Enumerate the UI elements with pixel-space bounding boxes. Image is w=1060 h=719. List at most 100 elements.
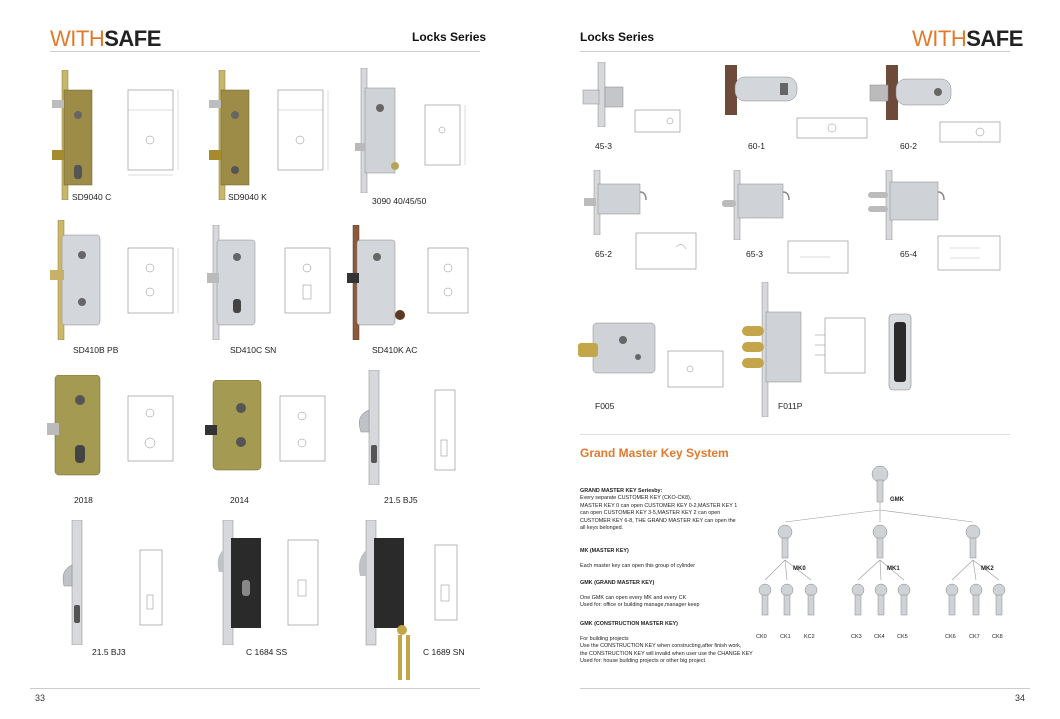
latch-drawing (796, 117, 868, 139)
gmk-title: Grand Master Key System (580, 446, 729, 460)
product-label: 65-4 (900, 249, 918, 259)
latch-photo (725, 65, 798, 115)
gmk-line: For building projects (580, 635, 629, 642)
page-number: 33 (35, 693, 46, 703)
product-label: 60-1 (748, 141, 766, 151)
gmk-node-label: GMK (890, 497, 904, 503)
lock-photo (207, 225, 256, 340)
gmk-line: can open CUSTOMER KEY 3-5,MASTER KEY 2 c… (580, 510, 721, 517)
product-label: F005 (595, 401, 615, 411)
product-label: 2014 (230, 495, 249, 505)
ck-node-label: CK5 (897, 634, 908, 640)
header-rule (50, 51, 480, 52)
ck-node-label: CK1 (780, 634, 791, 640)
mk-node-label: MK0 (793, 566, 806, 572)
lock-photo (209, 70, 250, 200)
ck-node-label: CK0 (756, 634, 767, 640)
lock-drawing (434, 544, 458, 621)
ck-node-label: CK6 (945, 634, 956, 640)
gmk-line: Use the CONSTRUCTION KEY when constructi… (580, 643, 742, 650)
lock-drawing (424, 104, 466, 166)
flush-pull-photo (888, 313, 912, 391)
mk-node-label: MK2 (981, 566, 994, 572)
lock-drawing (139, 549, 163, 626)
gmk-section-heading: MK (MASTER KEY) (580, 548, 629, 554)
product-label: 3090 40/45/50 (372, 196, 427, 206)
left-page: WITHSAFE Locks Series SD9040 C SD9040 K (30, 26, 487, 703)
gmk-section-3: GMK (GRAND MASTER KEY) One GMK can open … (580, 580, 770, 610)
deadbolt-photo (578, 322, 656, 374)
lock-photo (355, 68, 399, 193)
lock-drawing (127, 89, 179, 176)
ck-node-label: CK7 (969, 634, 980, 640)
lock-drawing (427, 247, 469, 314)
lock-photo (868, 170, 945, 240)
product-label: 2018 (74, 495, 93, 505)
product-label: C 1689 SN (423, 647, 465, 657)
product-label: 65-3 (746, 249, 764, 259)
footer-rule (30, 688, 480, 689)
series-title: Locks Series (412, 30, 487, 44)
lock-drawing (434, 389, 456, 471)
lock-photo (205, 380, 262, 471)
lock-photo (50, 220, 101, 340)
header-rule (580, 51, 1010, 52)
lock-drawing (787, 240, 849, 274)
product-label: 45-3 (595, 141, 613, 151)
gmk-section-heading: GMK (CONSTRUCTION MASTER KEY) (580, 621, 678, 627)
gmk-line: Each master key can open this group of c… (580, 562, 696, 569)
gmk-line: Used for: house building projects or oth… (580, 658, 705, 665)
gmk-line: MASTER KEY 0 can open CUSTOMER KEY 0-2,M… (580, 502, 738, 509)
gmk-tree-diagram (758, 465, 1006, 616)
lock-drawing (287, 539, 319, 626)
latch-photo (869, 65, 952, 120)
lock-photo (217, 520, 261, 645)
lock-drawing (279, 395, 326, 462)
gmk-line: Every separate CUSTOMER KEY (CKO-CK8), (580, 495, 692, 502)
lock-photo (584, 170, 647, 235)
mk-node-label: MK1 (887, 566, 900, 572)
product-label: 65-2 (595, 249, 613, 259)
gmk-section-2: MK (MASTER KEY) Each master key can open… (580, 548, 770, 570)
gmk-line: the CONSTRUCTION KEY will invalid when u… (580, 650, 753, 657)
product-label: C 1684 SS (246, 647, 288, 657)
brand-logo: WITHSAFE (912, 26, 1023, 51)
ck-node-label: CK3 (851, 634, 862, 640)
series-title: Locks Series (580, 30, 655, 44)
lock-drawing (127, 247, 179, 314)
latch-drawing (634, 109, 681, 133)
product-label: SD410B PB (73, 345, 119, 355)
lock-photo (359, 370, 380, 485)
product-label: F011P (778, 401, 803, 411)
product-label: SD410K AC (372, 345, 418, 355)
product-label: SD9040 K (228, 192, 267, 202)
brand-logo: WITHSAFE (50, 26, 161, 51)
gmk-line: Used for: office or building manage,mana… (580, 602, 700, 609)
product-label: 21.5 BJ3 (92, 647, 126, 657)
ck-node-label: CK4 (874, 634, 885, 640)
product-label: SD9040 C (72, 192, 112, 202)
gmk-section-heading: GMK (GRAND MASTER KEY) (580, 580, 655, 586)
ck-node-label: KC2 (804, 634, 815, 640)
lock-drawing (635, 232, 697, 270)
lock-photo (347, 225, 405, 340)
lock-photo (47, 375, 101, 476)
lock-photo (742, 282, 802, 417)
lock-drawing (277, 89, 329, 171)
lock-drawing (284, 247, 331, 314)
gmk-section-1: GRAND MASTER KEY Seriesby: Every separat… (580, 488, 770, 532)
product-label: SD410C SN (230, 345, 277, 355)
lock-drawing (815, 317, 866, 374)
gmk-line: One GMK can open every MK and every CK (580, 594, 687, 601)
lock-drawing (127, 395, 174, 462)
gmk-line: all keys belonged. (580, 525, 624, 532)
gmk-section-heading: GRAND MASTER KEY Seriesby: (580, 488, 663, 494)
lock-photo (722, 170, 790, 240)
lock-drawing (937, 235, 1001, 271)
lock-photo (358, 520, 410, 680)
section-divider (580, 434, 1010, 435)
lock-photo (62, 520, 83, 645)
deadbolt-drawing (667, 350, 724, 388)
footer-rule (580, 688, 1030, 689)
ck-node-label: CK8 (992, 634, 1003, 640)
